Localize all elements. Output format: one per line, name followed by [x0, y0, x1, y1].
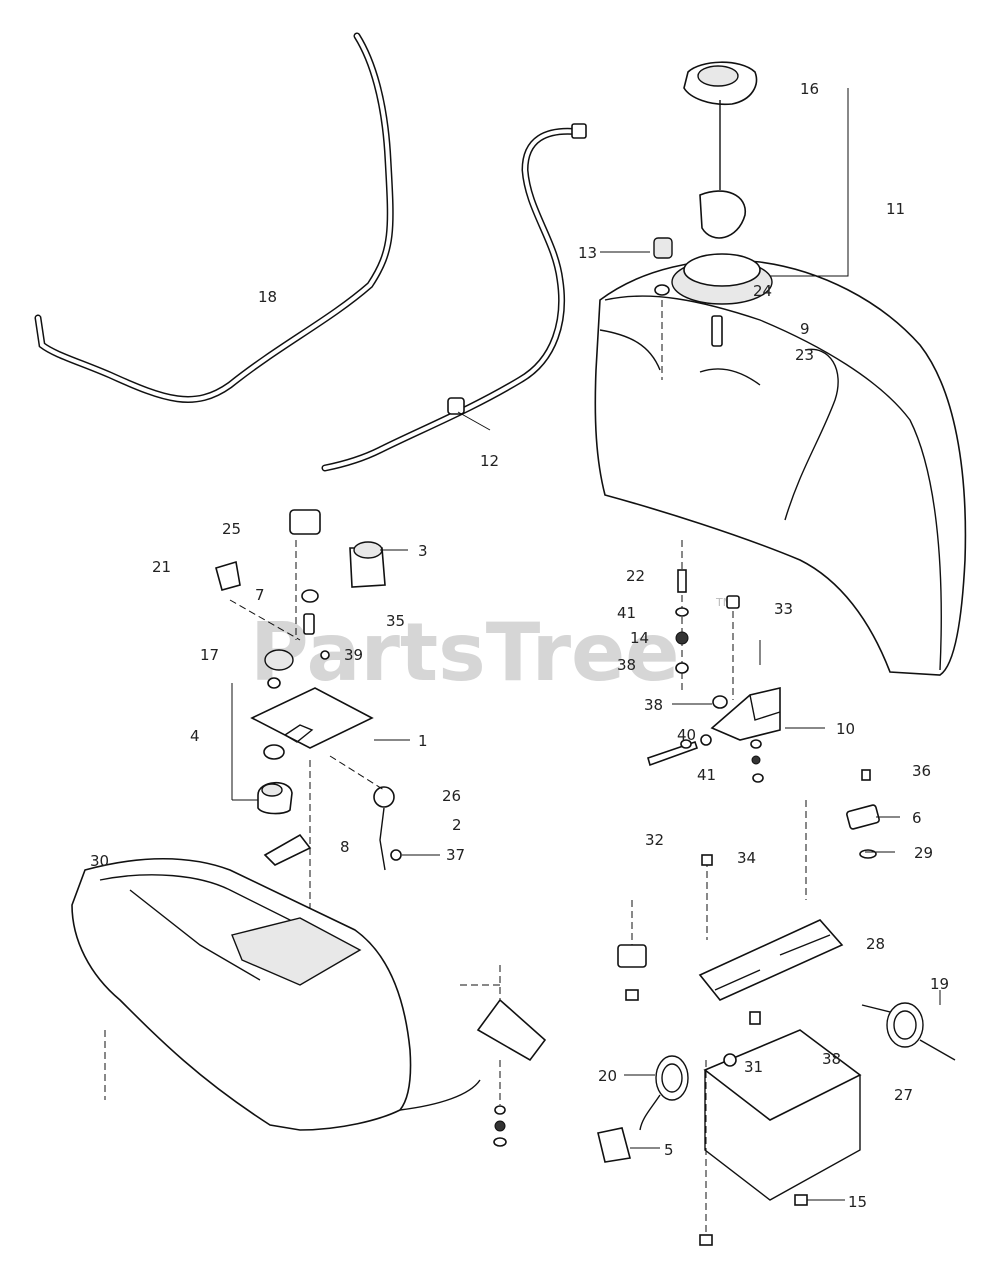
leader-lines-tank: [600, 88, 849, 277]
callout-6: 6: [912, 809, 922, 827]
callout-40: 40: [677, 726, 696, 744]
callout-41-lower: 41: [697, 766, 716, 784]
callout-31: 31: [744, 1058, 763, 1076]
callout-10: 10: [836, 720, 855, 738]
callout-33: 33: [774, 600, 793, 618]
hose-part-12: [321, 123, 587, 472]
callout-25: 25: [222, 520, 241, 538]
callout-37: 37: [446, 846, 465, 864]
callout-13: 13: [578, 244, 597, 262]
callout-4: 4: [190, 727, 200, 745]
callout-labels: 16 11 13 24 9 23 18 12 25 3 21 7 35 17 3…: [90, 80, 949, 1211]
fender-part-30: [71, 858, 481, 1131]
battery-cable-part-20: [624, 1055, 689, 1131]
bracket-part-10: [647, 595, 825, 783]
callout-36: 36: [912, 762, 931, 780]
tank-mount-hardware: [675, 540, 689, 690]
callout-38-lower: 38: [822, 1050, 841, 1068]
callout-35: 35: [386, 612, 405, 630]
callout-5: 5: [664, 1141, 674, 1159]
fuel-tank-part-11: [594, 253, 967, 676]
callout-1: 1: [418, 732, 428, 750]
callout-22: 22: [626, 567, 645, 585]
callout-34: 34: [737, 849, 756, 867]
callout-20: 20: [598, 1067, 617, 1085]
callout-39: 39: [344, 646, 363, 664]
hose-part-18: [34, 32, 394, 403]
switch-part-6: [846, 769, 880, 859]
callout-29: 29: [914, 844, 933, 862]
battery-assembly: [597, 800, 862, 1246]
callout-16: 16: [800, 80, 819, 98]
callout-38-middle: 38: [644, 696, 663, 714]
side-bracket: [460, 965, 547, 1147]
callout-38-upper: 38: [617, 656, 636, 674]
control-plate-assembly: [215, 509, 440, 920]
callout-30: 30: [90, 852, 109, 870]
callout-11: 11: [886, 200, 905, 218]
callout-24: 24: [753, 282, 772, 300]
callout-3: 3: [418, 542, 428, 560]
callout-28: 28: [866, 935, 885, 953]
callout-12: 12: [480, 452, 499, 470]
battery-cable-part-19: [861, 990, 956, 1061]
callout-2: 2: [452, 816, 462, 834]
leader-lines-misc: [865, 816, 900, 853]
callout-32: 32: [645, 831, 664, 849]
callout-41-upper: 41: [617, 604, 636, 622]
callout-27: 27: [894, 1086, 913, 1104]
callout-7: 7: [255, 586, 265, 604]
callout-18: 18: [258, 288, 277, 306]
callout-14: 14: [630, 629, 649, 647]
vent-fitting-part-13: [653, 237, 673, 380]
tank-cap-part-16: [683, 61, 758, 239]
callout-21: 21: [152, 558, 171, 576]
callout-9: 9: [800, 320, 810, 338]
callout-26: 26: [442, 787, 461, 805]
callout-15: 15: [848, 1193, 867, 1211]
callout-19: 19: [930, 975, 949, 993]
callout-17: 17: [200, 646, 219, 664]
callout-8: 8: [340, 838, 350, 856]
fitting-part-9: [711, 315, 723, 347]
callout-23: 23: [795, 346, 814, 364]
